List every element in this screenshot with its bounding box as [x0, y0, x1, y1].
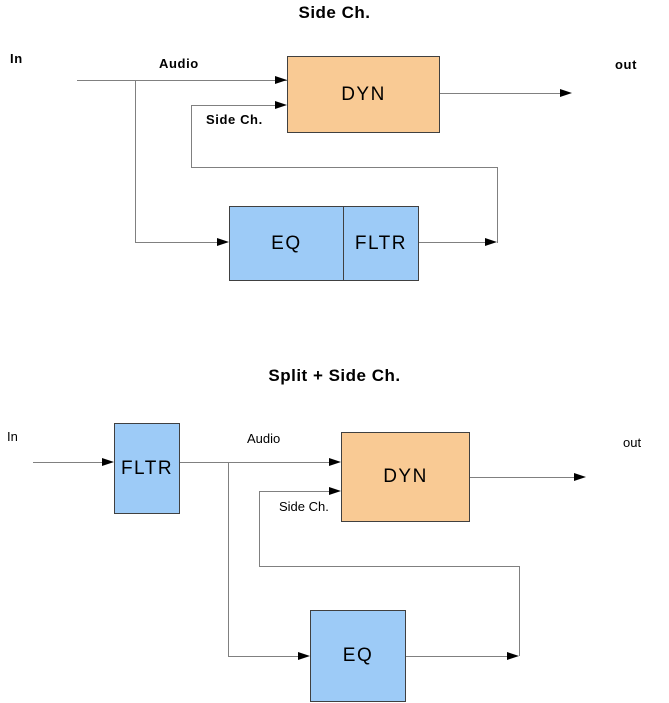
arrowhead-icon — [275, 101, 287, 109]
connector-loop-horizontal — [191, 167, 498, 168]
eq-block-label: EQ — [342, 645, 374, 666]
fltr-block: FLTR — [342, 207, 418, 280]
connector-sidechain-up — [259, 491, 260, 566]
fltr-block: FLTR — [114, 423, 180, 514]
connector-branch-down — [228, 462, 229, 656]
connector-in-to-fltr — [33, 462, 102, 463]
eq-block-label: EQ — [271, 232, 302, 254]
connector-sidechain-to-dyn — [191, 105, 275, 106]
eq-block: EQ — [310, 610, 406, 702]
label-in: In — [10, 51, 23, 66]
arrowhead-icon — [329, 458, 341, 466]
connector-dyn-out — [440, 93, 560, 94]
label-in: In — [7, 429, 18, 444]
dyn-block-label: DYN — [341, 83, 386, 105]
arrowhead-icon — [560, 89, 572, 97]
connector-sidechain-up — [191, 105, 192, 167]
label-audio: Audio — [159, 56, 199, 71]
connector-dyn-out — [470, 477, 574, 478]
connector-in-to-dyn — [77, 80, 287, 81]
arrowhead-icon — [574, 473, 586, 481]
dyn-block: DYN — [341, 432, 470, 522]
connector-sidechain-to-dyn — [259, 491, 329, 492]
connector-loop-vertical — [519, 566, 520, 656]
diagram-title: Split + Side Ch. — [268, 366, 401, 385]
connector-fltr-out — [419, 242, 485, 243]
dyn-block: DYN — [287, 56, 440, 133]
diagram-title: Side Ch. — [298, 3, 371, 22]
arrowhead-icon — [329, 487, 341, 495]
fltr-block-label: FLTR — [354, 232, 407, 254]
arrowhead-icon — [507, 652, 519, 660]
arrowhead-icon — [102, 458, 114, 466]
label-side-chain: Side Ch. — [279, 499, 329, 514]
dyn-block-label: DYN — [383, 466, 428, 487]
eq-block: EQ — [230, 207, 343, 280]
arrowhead-icon — [298, 652, 310, 660]
connector-branch-to-eq — [135, 242, 217, 243]
arrowhead-icon — [217, 238, 229, 246]
connector-branch-down — [135, 80, 136, 242]
label-audio: Audio — [247, 431, 281, 446]
connector-eq-out — [406, 656, 507, 657]
label-side-chain: Side Ch. — [206, 112, 263, 127]
connector-loop-horizontal — [259, 566, 520, 567]
connector-loop-vertical — [497, 167, 498, 243]
label-out: out — [615, 57, 638, 72]
fltr-block-label: FLTR — [120, 457, 174, 479]
arrowhead-icon — [485, 238, 497, 246]
eq-fltr-block: EQ FLTR — [229, 206, 419, 281]
label-out: out — [623, 435, 642, 450]
connector-fltr-to-dyn — [180, 462, 329, 463]
connector-branch-to-eq — [228, 656, 298, 657]
arrowhead-icon — [275, 76, 287, 84]
